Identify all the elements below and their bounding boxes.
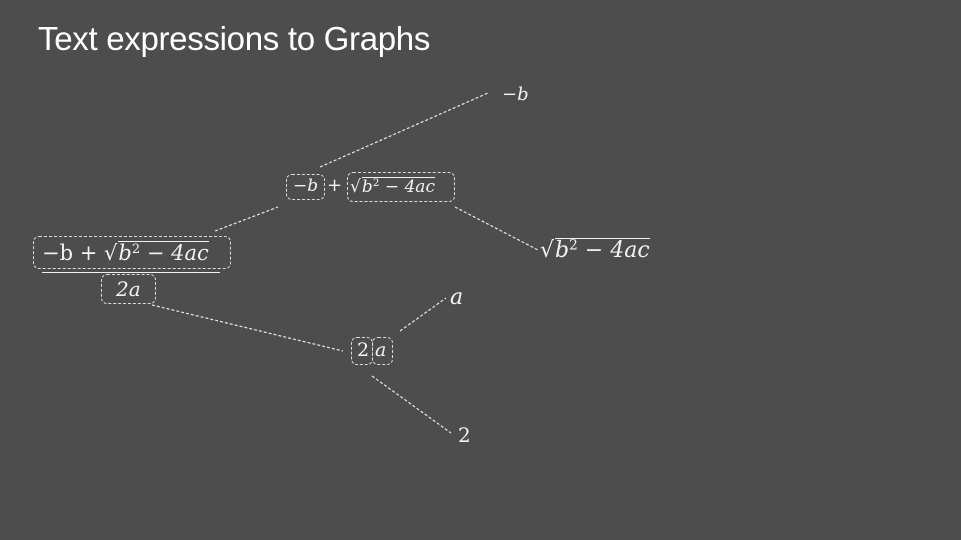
- edge-root-to-product: [151, 304, 344, 352]
- leaf-neg-b: −b: [502, 86, 529, 104]
- root-b: b: [118, 241, 132, 265]
- edge-root-to-sum: [214, 206, 279, 232]
- leaf-a: a: [450, 287, 463, 309]
- product-right-box[interactable]: [372, 337, 393, 365]
- sum-left-box[interactable]: [286, 174, 325, 200]
- fraction-bar: [42, 272, 220, 273]
- leaf-neg-b-text: −b: [502, 84, 529, 105]
- root-numerator: −b + √b2 − 4ac: [42, 241, 209, 264]
- sum-rest: − 4ac: [379, 177, 435, 197]
- edge-product-to-2: [371, 375, 452, 434]
- sum-radicand: b2 − 4ac: [361, 177, 435, 197]
- leaf-radicand: b2 − 4ac: [555, 238, 650, 262]
- leaf-b: b: [555, 238, 570, 263]
- root-neg-b: −b: [42, 241, 74, 265]
- root-exponent: 2: [131, 241, 141, 257]
- root-plus: +: [79, 241, 98, 265]
- edge-product-to-a: [399, 297, 447, 332]
- leaf-sqrt: √b2 − 4ac: [540, 238, 650, 262]
- sum-left-text: −b: [293, 176, 319, 196]
- edge-sum-to-neg-b: [319, 92, 489, 168]
- root-numerator-box[interactable]: [33, 236, 231, 269]
- page-title: Text expressions to Graphs: [38, 20, 431, 57]
- leaf-exponent: 2: [569, 237, 578, 254]
- sum-b: b: [361, 177, 373, 197]
- root-sqrt-sign: √: [104, 241, 118, 265]
- product-left: 2: [357, 339, 370, 361]
- leaf-rest: − 4ac: [577, 238, 650, 263]
- edge-sum-to-sqrt: [454, 206, 539, 251]
- sum-right: √b2 − 4ac: [350, 177, 435, 196]
- leaf-a-text: a: [450, 285, 464, 310]
- root-denominator-box[interactable]: [101, 274, 156, 304]
- sum-exponent: 2: [372, 177, 380, 190]
- sum-sqrt-sign: √: [350, 177, 361, 197]
- root-radicand: b2 − 4ac: [118, 241, 209, 265]
- root-rest: − 4ac: [140, 241, 209, 265]
- sum-plus: +: [327, 175, 343, 196]
- sum-left: −b: [293, 178, 318, 195]
- sum-right-box[interactable]: [347, 172, 455, 202]
- root-denominator: 2a: [116, 277, 141, 301]
- product-right-text: a: [375, 339, 387, 361]
- leaf-sqrt-sign: √: [540, 238, 555, 263]
- leaf-2: 2: [458, 423, 471, 447]
- product-right: a: [375, 341, 386, 360]
